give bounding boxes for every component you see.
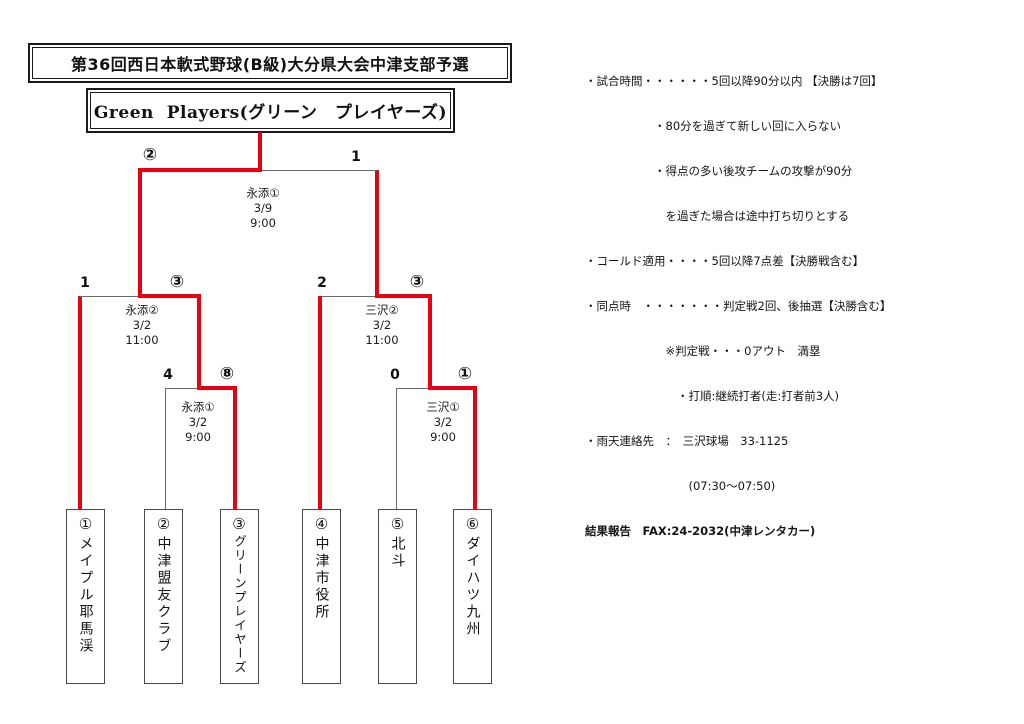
- match-date: 3/2: [433, 415, 453, 429]
- team-box-3: ③グリーンプレイヤーズ: [220, 509, 259, 684]
- match-venue: 三沢①: [426, 400, 460, 414]
- team-seed: ⑤: [388, 515, 407, 536]
- bracket-line-final-right-arm: [262, 170, 377, 171]
- team-name: 中津盟友クラブ: [155, 536, 172, 655]
- bracket-line-semileft-left-arm: [80, 296, 138, 297]
- team-entry: ③グリーンプレイヤーズ: [230, 515, 249, 683]
- team-name: メイプル耶馬渓: [77, 536, 94, 655]
- page-title: 第36回西日本軟式野球(B級)大分県大会中津支部予選: [32, 47, 508, 79]
- team-name: 北斗: [389, 536, 406, 570]
- team-box-6: ⑥ダイハツ九州: [453, 509, 492, 684]
- bracket-line-semileft-up: [138, 168, 142, 298]
- champion-name: Green Players(グリーン プレイヤーズ): [90, 92, 451, 129]
- team-box-1: ①メイプル耶馬渓: [66, 509, 105, 684]
- bracket-line-team6: [473, 386, 477, 509]
- rules-line: ・得点の多い後攻チームの攻撃が90分: [585, 164, 853, 178]
- team-entry: ②中津盟友クラブ: [154, 515, 174, 683]
- bracket-line-team1: [78, 296, 82, 509]
- match-time: 9:00: [250, 216, 276, 230]
- match-date: 3/2: [188, 415, 208, 429]
- score-final-left: ②: [142, 145, 158, 165]
- match-note-round1left: 永添① 3/2 9:00: [153, 400, 243, 445]
- rules-line: ・試合時間・・・・・・5回以降90分以内 【決勝は7回】: [585, 74, 883, 88]
- bracket-line-final-left-arm: [138, 168, 262, 172]
- title-box: 第36回西日本軟式野球(B級)大分県大会中津支部予選: [28, 43, 512, 83]
- rules-line: ・雨天連絡先 ： 三沢球場 33-1125: [585, 434, 789, 448]
- rules-line: を過ぎた場合は途中打ち切りとする: [585, 209, 850, 223]
- bracket-line-team3: [233, 386, 237, 509]
- score-round1left-left: 4: [163, 367, 173, 383]
- team-entry: ④中津市役所: [312, 515, 332, 683]
- bracket-line-round1right-up: [428, 294, 432, 390]
- bracket-line-team2: [165, 388, 166, 509]
- bracket-line-semiright-right-arm: [375, 294, 432, 298]
- team-seed: ⑥: [463, 515, 482, 536]
- score-round1left-right: ⑧: [219, 364, 235, 384]
- match-date: 3/2: [372, 318, 392, 332]
- rules-line: ・コールド適用・・・・5回以降7点差【決勝戦含む】: [585, 254, 865, 268]
- team-seed: ④: [312, 515, 331, 536]
- bracket-line-semileft-right-arm: [138, 294, 201, 298]
- team-name: グリーンプレイヤーズ: [232, 534, 247, 675]
- match-venue: 三沢②: [365, 303, 399, 317]
- team-seed: ②: [154, 515, 173, 536]
- team-box-2: ②中津盟友クラブ: [144, 509, 183, 684]
- bracket-line-champion-drop: [258, 132, 262, 172]
- score-final-right: 1: [351, 149, 361, 165]
- rules-line: ・80分を過ぎて新しい回に入らない: [585, 119, 842, 133]
- match-venue: 永添①: [181, 400, 215, 414]
- match-venue: 永添①: [246, 186, 280, 200]
- bracket-line-team4: [318, 296, 322, 509]
- team-name: 中津市役所: [313, 536, 330, 621]
- match-note-final: 永添① 3/9 9:00: [218, 186, 308, 231]
- result-report-line: 結果報告 FAX:24-2032(中津レンタカー): [585, 524, 816, 538]
- bracket-line-team5: [396, 388, 397, 509]
- score-round1right-right: ①: [457, 364, 473, 384]
- team-name: ダイハツ九州: [464, 536, 481, 638]
- team-box-4: ④中津市役所: [302, 509, 341, 684]
- rules-line: ・同点時 ・・・・・・・判定戦2回、後抽選【決勝含む】: [585, 299, 892, 313]
- bracket-line-round1left-right-arm: [197, 386, 237, 390]
- rules-line: ・打順:継続打者(走:打者前3人): [585, 389, 840, 403]
- match-date: 3/2: [132, 318, 152, 332]
- bracket-line-semiright-left-arm: [322, 296, 375, 297]
- bracket-line-round1left-up: [197, 294, 201, 390]
- match-note-semileft: 永添② 3/2 11:00: [97, 303, 187, 348]
- score-semileft-right: ③: [169, 272, 185, 292]
- match-time: 11:00: [365, 333, 399, 347]
- score-semiright-left: 2: [317, 275, 327, 291]
- score-semileft-left: 1: [80, 275, 90, 291]
- bracket-line-round1right-left-arm: [396, 388, 428, 389]
- champion-box: Green Players(グリーン プレイヤーズ): [86, 88, 455, 133]
- match-date: 3/9: [253, 201, 273, 215]
- team-entry: ⑤北斗: [388, 515, 408, 683]
- match-note-semiright: 三沢② 3/2 11:00: [337, 303, 427, 348]
- team-box-5: ⑤北斗: [378, 509, 417, 684]
- bracket-line-semiright-up: [375, 170, 379, 298]
- match-time: 11:00: [125, 333, 159, 347]
- score-semiright-right: ③: [409, 272, 425, 292]
- match-time: 9:00: [185, 430, 211, 444]
- match-note-round1right: 三沢① 3/2 9:00: [398, 400, 488, 445]
- rules-block: ・試合時間・・・・・・5回以降90分以内 【決勝は7回】 ・80分を過ぎて新しい…: [585, 44, 1015, 569]
- team-entry: ①メイプル耶馬渓: [76, 515, 96, 683]
- team-seed: ①: [76, 515, 95, 536]
- bracket-line-round1right-right-arm: [428, 386, 477, 390]
- rules-line: ※判定戦・・・0アウト 満塁: [585, 344, 821, 358]
- bracket-line-round1left-left-arm: [165, 388, 197, 389]
- team-entry: ⑥ダイハツ九州: [463, 515, 483, 683]
- rules-line: (07:30～07:50): [585, 479, 776, 493]
- match-venue: 永添②: [125, 303, 159, 317]
- match-time: 9:00: [430, 430, 456, 444]
- team-seed: ③: [230, 515, 248, 535]
- score-round1right-left: 0: [390, 367, 400, 383]
